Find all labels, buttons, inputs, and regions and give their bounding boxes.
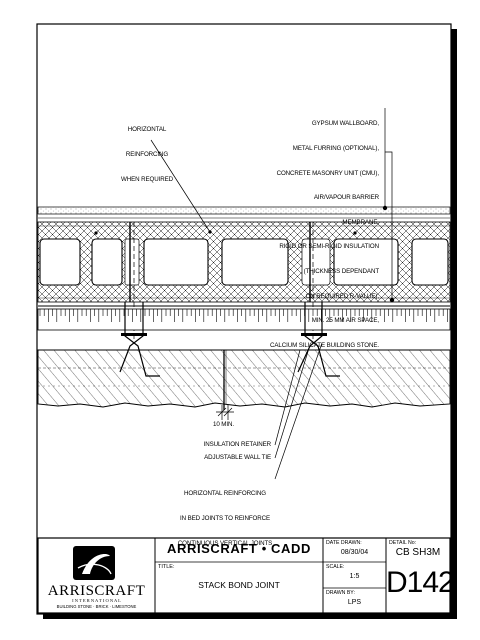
note-line: MIN. 25 MM AIR SPACE, — [311, 317, 379, 325]
note-line: RIGID OR SEMI-RIGID INSULATION — [279, 243, 379, 251]
wall-section — [37, 206, 451, 410]
leader-lines — [150, 108, 393, 480]
note-line: (THICKNESS DEPENDANT — [303, 268, 379, 276]
drawn-by-label: DRAWN BY: — [326, 590, 355, 596]
note-adjustable-wall-tie: ADJUSTABLE WALL TIE — [204, 454, 271, 461]
note-line: GYPSUM WALLBOARD, — [311, 120, 379, 128]
note-line: AIR/VAPOUR BARRIER — [313, 194, 379, 202]
note-line: CALCIUM SILICATE BUILDING STONE. — [270, 341, 379, 349]
date-drawn-label: DATE DRAWN: — [326, 540, 362, 546]
detail-code: D142 — [386, 566, 455, 599]
note-line: WHEN REQUIRED — [121, 175, 173, 183]
note-bed-joint-reinforcing: HORIZONTAL REINFORCING IN BED JOINTS TO … — [175, 474, 275, 556]
logo-text: ARRISCRAFT — [47, 583, 146, 599]
note-line: METAL FURRING (OPTIONAL), — [292, 145, 379, 153]
note-line: IN BED JOINTS TO REINFORCE — [180, 515, 270, 523]
title-block — [37, 537, 451, 614]
detail-no: CB SH3M — [395, 547, 441, 558]
note-line: HORIZONTAL — [127, 126, 167, 134]
drawn-by: LPS — [347, 599, 362, 606]
note-min-gap: 10 MIN. — [213, 421, 234, 428]
detail-no-label: DETAIL No: — [389, 540, 417, 546]
logo-subtext: I N T E R N A T I O N A L — [72, 598, 121, 603]
note-line: CONCRETE MASONRY UNIT (CMU), — [276, 169, 380, 177]
note-line: CONTINUOUS VERTICAL JOINTS — [177, 539, 273, 547]
note-line: REINFORCING — [125, 151, 169, 159]
logo-tagline: BUILDING STONE · BRICK · LIMESTONE — [56, 604, 137, 609]
note-line: MEMBRANE, — [342, 218, 379, 226]
note-line: ON REQUIRED R-VALUE), — [305, 292, 380, 300]
scale-value: 1:5 — [349, 573, 360, 580]
note-insulation-retainer: INSULATION RETAINER — [203, 441, 271, 448]
date-drawn: 08/30/04 — [340, 549, 369, 556]
note-line: HORIZONTAL REINFORCING — [183, 490, 267, 498]
scale-label: SCALE: — [326, 564, 345, 570]
title-label: TITLE: — [158, 564, 175, 570]
leader-dot — [389, 297, 395, 303]
company-cadd: ARRISCRAFT • CADD — [166, 541, 312, 556]
note-horizontal-reinforcing: HORIZONTAL REINFORCING WHEN REQUIRED — [107, 110, 187, 192]
leader-dot — [382, 205, 388, 211]
drawing-title: STACK BOND JOINT — [198, 580, 280, 590]
note-wall-layers: GYPSUM WALLBOARD, METAL FURRING (OPTIONA… — [256, 104, 379, 358]
